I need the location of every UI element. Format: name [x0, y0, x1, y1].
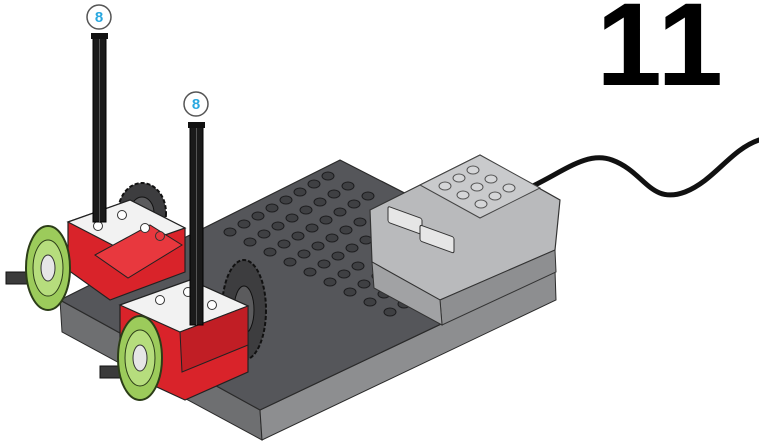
stud — [323, 277, 337, 287]
stud — [325, 233, 339, 243]
axle-length-callout-rear: 8 — [86, 4, 112, 30]
stud — [293, 187, 307, 197]
stud — [237, 219, 251, 229]
hub-stud — [452, 173, 466, 183]
stud — [319, 215, 333, 225]
hub-stud — [456, 190, 470, 200]
wheel-rear — [5, 225, 71, 311]
wheel-front — [99, 315, 163, 401]
stud — [251, 211, 265, 221]
stud — [279, 195, 293, 205]
stud — [339, 225, 353, 235]
stud — [383, 307, 397, 317]
stud — [223, 227, 237, 237]
stud — [353, 217, 367, 227]
hub-stud — [488, 191, 502, 201]
stud — [361, 191, 375, 201]
stud — [283, 257, 297, 267]
stud — [299, 205, 313, 215]
hub-stud — [438, 181, 452, 191]
stud — [313, 197, 327, 207]
stud — [257, 229, 271, 239]
hub-stud — [474, 199, 488, 209]
stud — [363, 297, 377, 307]
hub-stud — [466, 165, 480, 175]
axle-length-callout-front: 8 — [183, 91, 209, 117]
stud — [305, 223, 319, 233]
stud — [271, 221, 285, 231]
stud — [321, 171, 335, 181]
stud — [337, 269, 351, 279]
usb-cable — [517, 137, 759, 198]
stud — [277, 239, 291, 249]
axle-rear — [91, 33, 108, 223]
hub-stud — [484, 174, 498, 184]
axle-front — [188, 122, 205, 326]
axle-length-label: 8 — [192, 96, 200, 113]
step-number: 11 — [596, 0, 725, 111]
stud — [303, 267, 317, 277]
stud — [343, 287, 357, 297]
stud — [345, 243, 359, 253]
stud — [327, 189, 341, 199]
axle-length-label: 8 — [95, 9, 103, 26]
stud — [285, 213, 299, 223]
stud — [311, 241, 325, 251]
stud — [357, 279, 371, 289]
stud — [297, 249, 311, 259]
stud — [291, 231, 305, 241]
stud — [341, 181, 355, 191]
stud — [359, 235, 373, 245]
stud — [265, 203, 279, 213]
smart-hub — [369, 154, 561, 326]
stud — [307, 179, 321, 189]
hub-stud — [502, 183, 516, 193]
stud — [331, 251, 345, 261]
stud — [333, 207, 347, 217]
stud — [351, 261, 365, 271]
hub-stud — [470, 182, 484, 192]
stud — [243, 237, 257, 247]
stud — [347, 199, 361, 209]
stud — [263, 247, 277, 257]
stud — [317, 259, 331, 269]
